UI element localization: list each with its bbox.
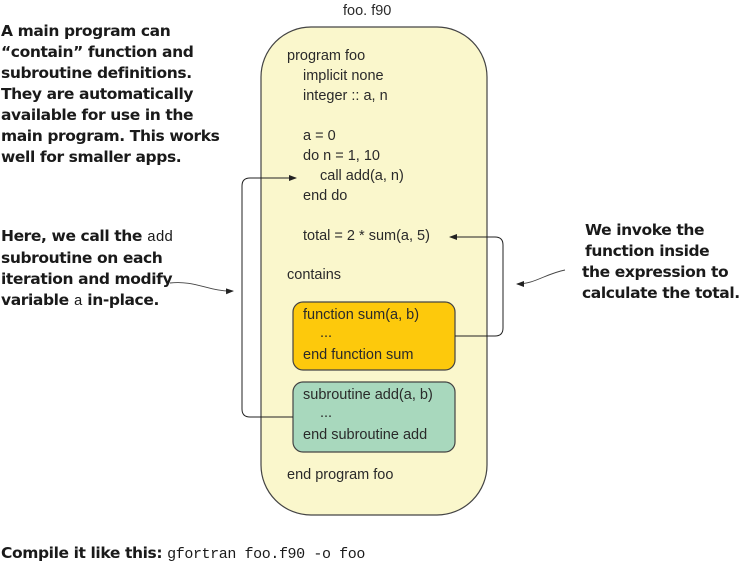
code-line: end function sum xyxy=(303,347,414,363)
inline-code: a xyxy=(73,293,83,310)
code-line: end program foo xyxy=(287,467,394,483)
code-line: integer :: a, n xyxy=(303,88,388,104)
code-line: subroutine add(a, b) xyxy=(303,387,433,403)
note-line: well for smaller apps. xyxy=(1,148,182,166)
note-line: variable a in-place. xyxy=(1,290,173,312)
note-line: subroutine on each xyxy=(1,249,163,267)
file-title: foo. f90 xyxy=(343,3,392,19)
note-line: iteration and modify xyxy=(1,270,173,288)
code-line: function sum(a, b) xyxy=(303,307,420,323)
call-note: Here, we call the add subroutine on each… xyxy=(1,226,173,312)
compile-command: gfortran foo.f90 -o foo xyxy=(167,546,365,563)
intro-note: A main program can “contain” function an… xyxy=(1,21,220,168)
code-line: ... xyxy=(320,325,333,341)
call-arrow xyxy=(241,175,297,418)
note-line: Here, we call the add xyxy=(1,226,173,248)
code-line: total = 2 * sum(a, 5) xyxy=(303,228,430,244)
note-line: main program. This works xyxy=(1,127,220,145)
code-line: program foo xyxy=(287,48,366,64)
code-line: a = 0 xyxy=(303,128,336,144)
note-line: calculate the total. xyxy=(582,284,740,302)
note-line: the expression to xyxy=(582,263,729,281)
note-line: A main program can xyxy=(1,22,171,40)
code-line: do n = 1, 10 xyxy=(303,148,380,164)
code-line: implicit none xyxy=(303,68,384,84)
note-line: “contain” function and xyxy=(1,43,194,61)
code-line: end do xyxy=(303,188,348,204)
code-line: call add(a, n) xyxy=(320,168,404,184)
invoke-note-pointer xyxy=(516,269,566,287)
code-line: end subroutine add xyxy=(303,427,428,443)
invoke-note: We invoke the function inside the expres… xyxy=(582,220,740,304)
text: in-place. xyxy=(82,291,159,309)
compile-note: Compile it like this: gfortran foo.f90 -… xyxy=(1,543,365,565)
note-line: available for use in the xyxy=(1,106,194,124)
invoke-arrow xyxy=(449,234,504,337)
note-line: We invoke the xyxy=(585,221,705,239)
inline-code: add xyxy=(146,229,173,246)
text: Here, we call the xyxy=(1,227,147,245)
code-line: contains xyxy=(287,267,342,283)
code-line: ... xyxy=(320,405,333,421)
note-line: subroutine definitions. xyxy=(1,64,192,82)
note-line: function inside xyxy=(585,242,710,260)
note-line: They are automatically xyxy=(1,85,194,103)
compile-label: Compile it like this: xyxy=(1,544,168,562)
call-note-pointer xyxy=(169,282,234,295)
text: variable xyxy=(1,291,74,309)
